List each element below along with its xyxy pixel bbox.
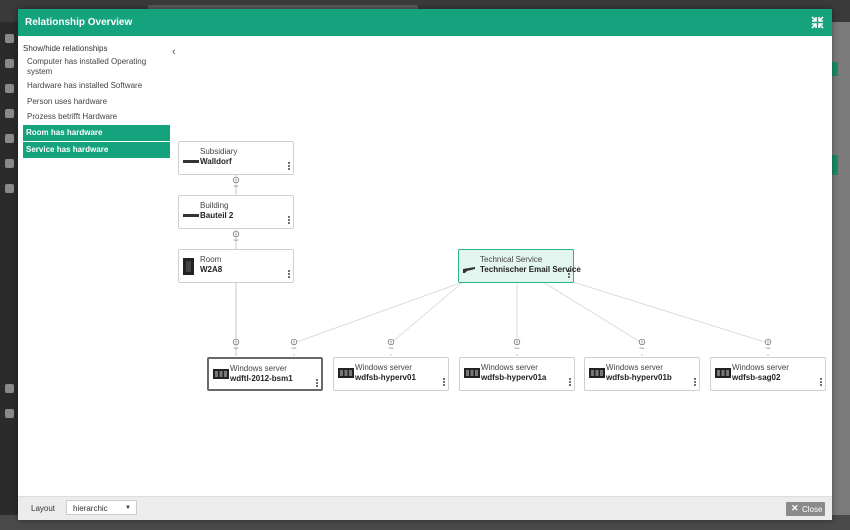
home-icon bbox=[5, 34, 14, 43]
node-building[interactable]: Building Bauteil 2 bbox=[178, 195, 294, 229]
building-icon bbox=[183, 214, 199, 217]
edge-label: has bbox=[292, 346, 297, 350]
edge-marker: has bbox=[513, 338, 521, 350]
network-icon bbox=[5, 134, 14, 143]
edge-label: has bbox=[640, 346, 645, 350]
node-type: Subsidiary bbox=[200, 147, 238, 156]
server-icon bbox=[338, 368, 354, 378]
edge-label: has bbox=[766, 346, 771, 350]
node-name: wdfsb-hyperv01a bbox=[481, 373, 547, 382]
node-windows-server[interactable]: Windows server wdfsb-sag02 bbox=[710, 357, 826, 391]
node-type: Room bbox=[200, 255, 222, 264]
collapse-arrows-icon[interactable] bbox=[811, 16, 824, 29]
layout-label: Layout bbox=[31, 504, 56, 513]
close-button-label: Close bbox=[802, 505, 823, 514]
graph-canvas[interactable]: has has has has has has bbox=[178, 36, 832, 496]
edge-label: has bbox=[234, 238, 239, 242]
close-icon: ✕ bbox=[791, 503, 799, 513]
toggle-hardware-software[interactable]: Hardware has installed Software bbox=[27, 81, 143, 90]
relationship-overview-dialog: Relationship Overview Show/hide relation… bbox=[18, 9, 832, 520]
dialog-header: Relationship Overview bbox=[18, 9, 832, 36]
door-icon bbox=[183, 258, 194, 275]
node-room[interactable]: Room W2A8 bbox=[178, 249, 294, 283]
more-vertical-icon[interactable] bbox=[443, 378, 446, 388]
database-icon bbox=[5, 184, 14, 193]
edge-marker: has bbox=[232, 176, 240, 188]
node-name: W2A8 bbox=[200, 265, 223, 274]
document-icon bbox=[5, 109, 14, 118]
node-name: Bauteil 2 bbox=[200, 211, 234, 220]
toggle-room-hardware[interactable]: Room has hardware bbox=[23, 125, 170, 141]
globe-icon bbox=[5, 59, 14, 68]
background-sidebar bbox=[0, 22, 18, 530]
node-type: Windows server bbox=[230, 364, 287, 373]
node-type: Windows server bbox=[481, 363, 538, 372]
node-windows-server[interactable]: Windows server wdftl-2012-bsm1 bbox=[207, 357, 323, 391]
node-name: wdftl-2012-bsm1 bbox=[230, 374, 293, 383]
more-vertical-icon[interactable] bbox=[568, 270, 571, 280]
node-windows-server[interactable]: Windows server wdfsb-hyperv01a bbox=[459, 357, 575, 391]
chevron-left-icon[interactable]: ‹ bbox=[172, 46, 176, 58]
close-button[interactable]: ✕ Close bbox=[786, 502, 825, 516]
more-vertical-icon[interactable] bbox=[288, 216, 291, 226]
server-icon bbox=[213, 369, 229, 379]
graduation-icon bbox=[5, 159, 14, 168]
edge-label: has bbox=[234, 346, 239, 350]
more-vertical-icon[interactable] bbox=[288, 270, 291, 280]
layout-select-value: hierarchic bbox=[73, 504, 108, 513]
edge-label: has bbox=[389, 346, 394, 350]
panel-heading: Show/hide relationships bbox=[23, 44, 108, 53]
caret-down-icon: ▼ bbox=[125, 505, 131, 511]
node-name: wdfsb-hyperv01b bbox=[606, 373, 672, 382]
edge-marker: has bbox=[232, 230, 240, 242]
node-subsidiary[interactable]: Subsidiary Walldorf bbox=[178, 141, 294, 175]
node-type: Technical Service bbox=[480, 255, 543, 264]
node-type: Building bbox=[200, 201, 229, 210]
node-type: Windows server bbox=[606, 363, 663, 372]
server-icon bbox=[589, 368, 605, 378]
wrench-icon bbox=[5, 409, 14, 418]
more-vertical-icon[interactable] bbox=[694, 378, 697, 388]
edge-label: has bbox=[234, 184, 239, 188]
service-icon bbox=[463, 267, 475, 273]
node-windows-server[interactable]: Windows server wdfsb-hyperv01 bbox=[333, 357, 449, 391]
more-vertical-icon[interactable] bbox=[569, 378, 572, 388]
node-name: Walldorf bbox=[200, 157, 232, 166]
background-right-strip bbox=[832, 22, 850, 530]
toggle-person-hardware[interactable]: Person uses hardware bbox=[27, 97, 108, 106]
more-vertical-icon[interactable] bbox=[316, 379, 319, 389]
server-icon bbox=[464, 368, 480, 378]
edge-marker: has bbox=[290, 338, 298, 350]
dialog-footer: Layout hierarchic ▼ ✕ Close bbox=[18, 496, 832, 520]
node-name: Technischer Email Service bbox=[480, 265, 581, 274]
node-type: Windows server bbox=[355, 363, 412, 372]
folder-icon bbox=[5, 84, 14, 93]
toggle-service-hardware[interactable]: Service has hardware bbox=[23, 142, 170, 158]
server-icon bbox=[715, 368, 731, 378]
toggle-prozess-hardware[interactable]: Prozess betrifft Hardware bbox=[27, 112, 118, 121]
more-vertical-icon[interactable] bbox=[288, 162, 291, 172]
edge-marker: has bbox=[387, 338, 395, 350]
edge-marker: has bbox=[232, 338, 240, 350]
node-name: wdfsb-hyperv01 bbox=[355, 373, 416, 382]
edge-label: has bbox=[515, 346, 520, 350]
toggle-computer-os[interactable]: Computer has installed Operating system bbox=[27, 57, 147, 76]
edge-marker: has bbox=[638, 338, 646, 350]
edge-marker: has bbox=[764, 338, 772, 350]
node-technical-service[interactable]: Technical Service Technischer Email Serv… bbox=[458, 249, 581, 283]
chart-icon bbox=[5, 384, 14, 393]
layout-select[interactable]: hierarchic ▼ bbox=[66, 500, 137, 515]
node-name: wdfsb-sag02 bbox=[732, 373, 781, 382]
node-type: Windows server bbox=[732, 363, 789, 372]
relationship-filter-panel: Show/hide relationships Computer has ins… bbox=[18, 36, 178, 496]
node-windows-server[interactable]: Windows server wdfsb-hyperv01b bbox=[584, 357, 700, 391]
more-vertical-icon[interactable] bbox=[820, 378, 823, 388]
building-icon bbox=[183, 160, 199, 163]
dialog-title: Relationship Overview bbox=[25, 17, 133, 28]
